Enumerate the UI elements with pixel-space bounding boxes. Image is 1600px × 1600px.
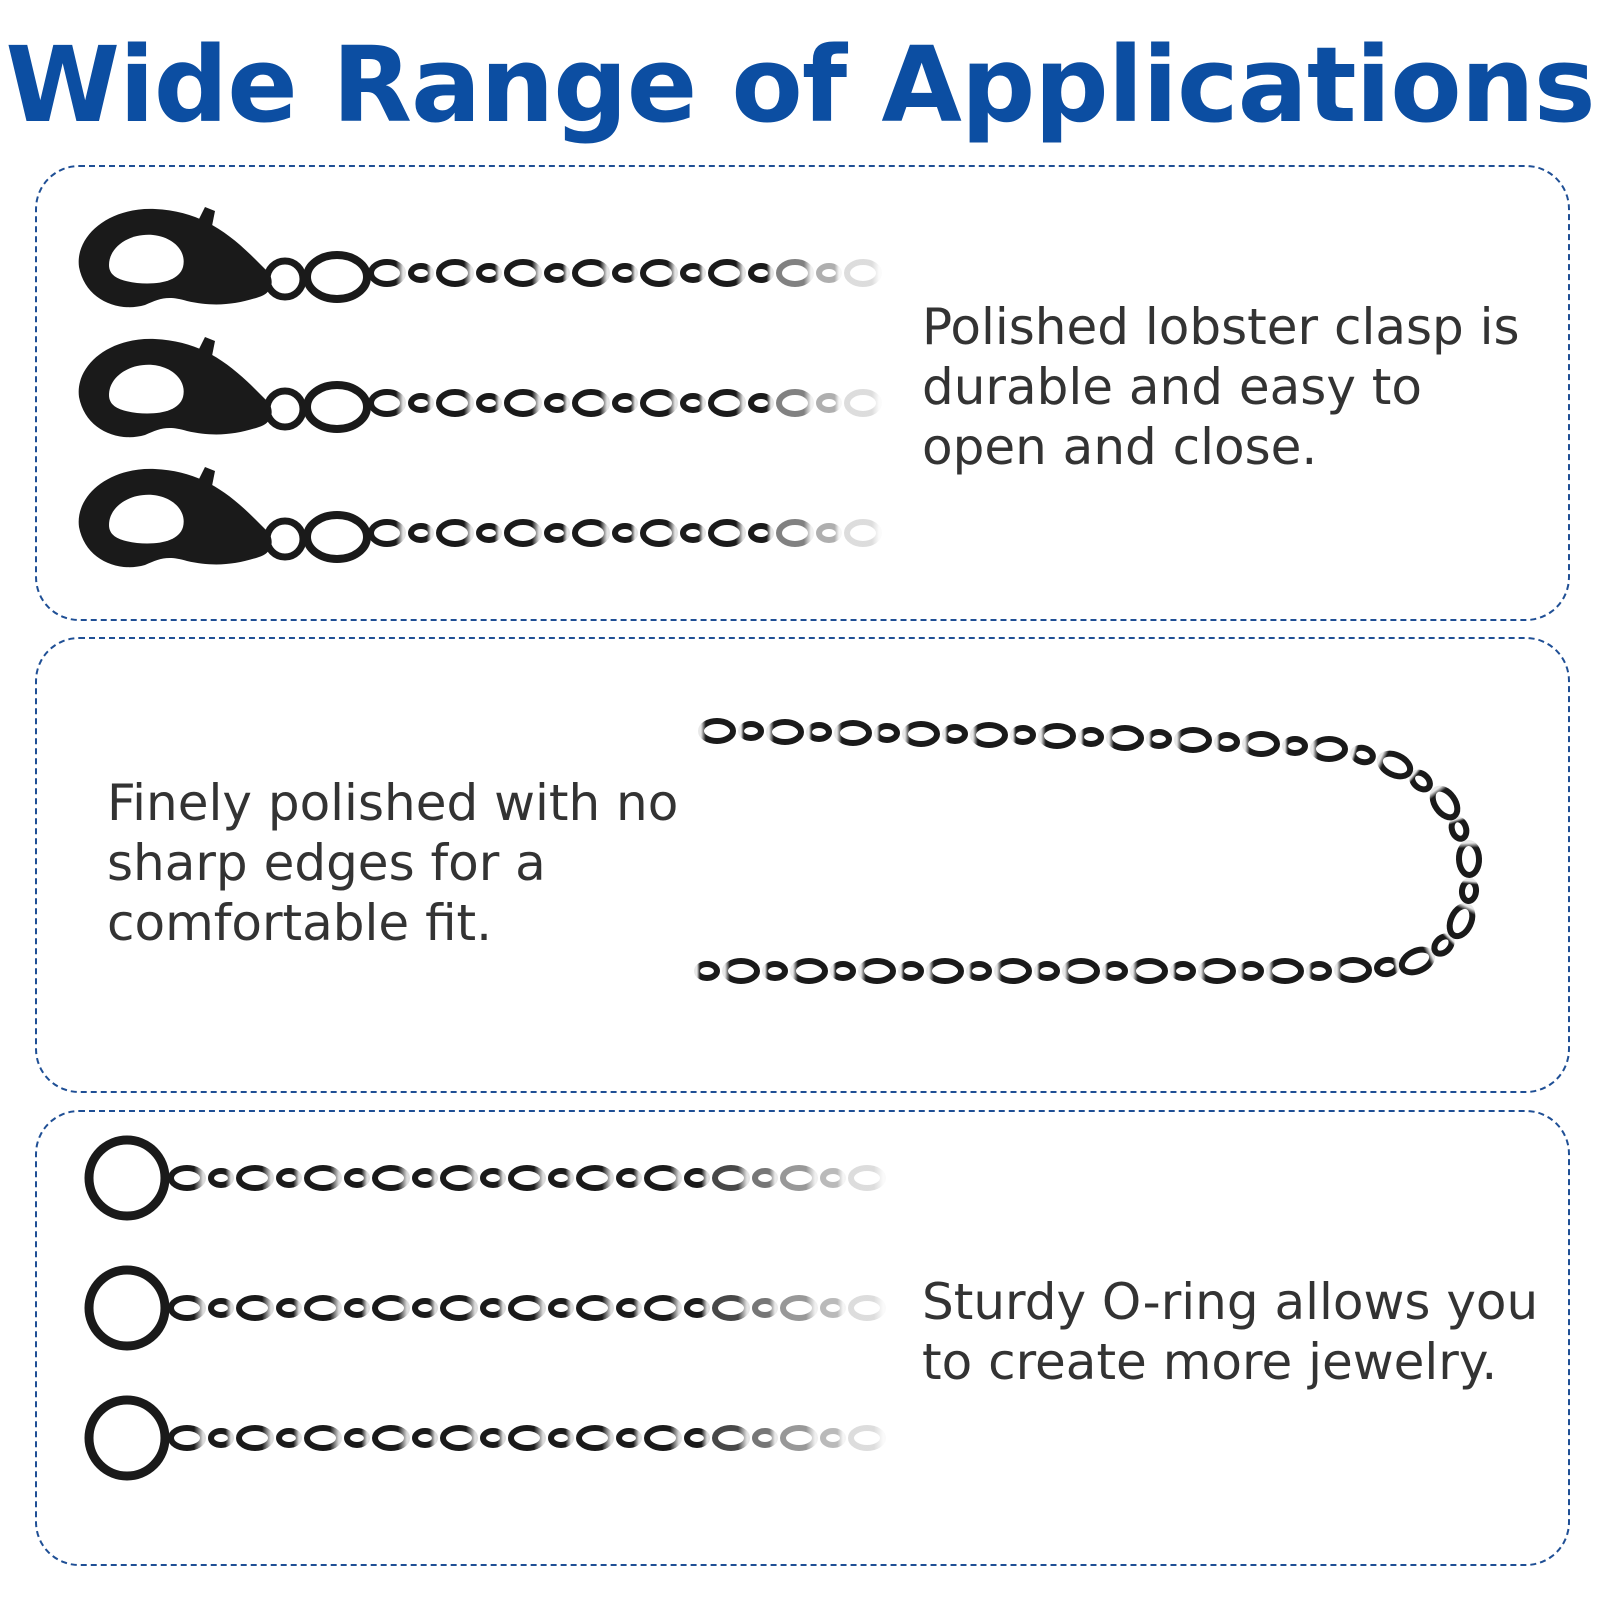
oring-description: Sturdy O-ring allows you to create more … [922,1273,1539,1391]
lobster-clasp-chain [78,207,882,308]
polish-description: Finely polished with no sharp edges for … [107,774,679,952]
feature-panel-oring: Sturdy O-ring allows you to create more … [35,1110,1570,1566]
o-ring-chain [84,1135,886,1221]
clasp-description: Polished lobster clasp is durable and ea… [922,298,1520,476]
feature-panel-clasp: Polished lobster clasp is durable and ea… [35,165,1570,621]
feature-panel-polish: Finely polished with no sharp edges for … [35,637,1570,1093]
page-title: Wide Range of Applications [5,24,1595,146]
